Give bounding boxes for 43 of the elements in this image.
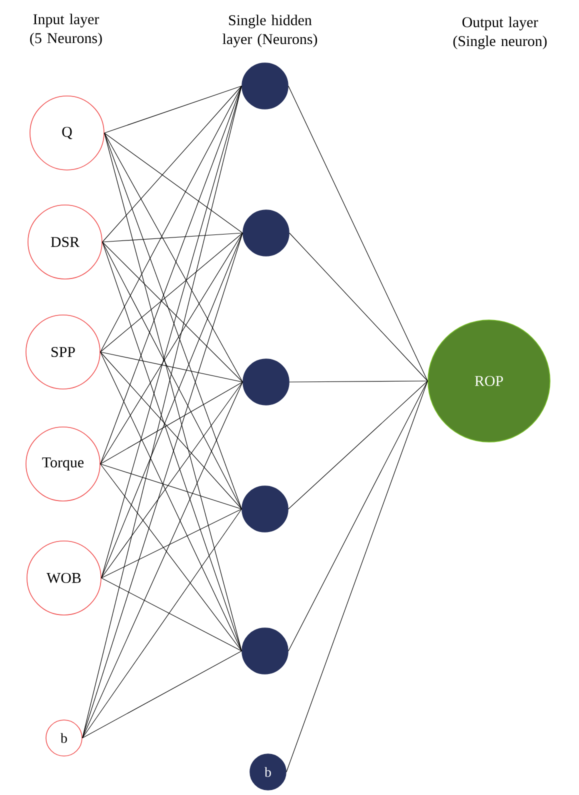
connection-line (101, 232, 243, 578)
connection-line (104, 86, 242, 134)
hidden-neuron-circle (242, 628, 288, 674)
connection-line (100, 352, 242, 652)
layer-heading: Output layer (Single neuron) (453, 16, 547, 50)
connection-line (288, 86, 428, 382)
connection-line (102, 242, 242, 652)
connection-line (288, 380, 428, 652)
layer-heading: Input layer (5 Neurons) (30, 14, 102, 46)
connection-line (289, 380, 428, 382)
layer-heading: Single hidden layer (Neurons) (222, 14, 318, 48)
connection-line (82, 650, 242, 738)
connection-line (289, 232, 428, 382)
connection-line (101, 508, 242, 578)
connection-line (82, 382, 243, 738)
connection-line (101, 382, 243, 578)
connection-line (102, 242, 242, 510)
connection-line (82, 86, 242, 738)
connection-line (100, 464, 242, 510)
connection-line (104, 132, 242, 510)
hidden-neuron-circle (242, 486, 288, 532)
hidden-neuron-circle (242, 210, 290, 256)
connection-line (102, 242, 243, 382)
connection-line (100, 382, 243, 464)
connection-line (100, 352, 243, 382)
hidden-neuron-circle (242, 358, 290, 406)
connection-line (100, 232, 243, 464)
connection-line (288, 380, 428, 510)
connection-line (104, 132, 243, 234)
connection-line (100, 464, 242, 652)
connection-line (100, 232, 243, 352)
connection-line (100, 352, 242, 510)
connection-line (101, 578, 242, 652)
connection-line (82, 232, 243, 738)
connection-line (100, 86, 242, 464)
connection-line (102, 86, 242, 242)
connection-line (104, 132, 242, 652)
hidden-neuron-circle (242, 62, 288, 110)
connection-line (82, 508, 242, 738)
connection-line (104, 132, 243, 382)
connection-line (100, 86, 242, 352)
connection-line (286, 380, 428, 772)
connection-line (102, 232, 243, 242)
